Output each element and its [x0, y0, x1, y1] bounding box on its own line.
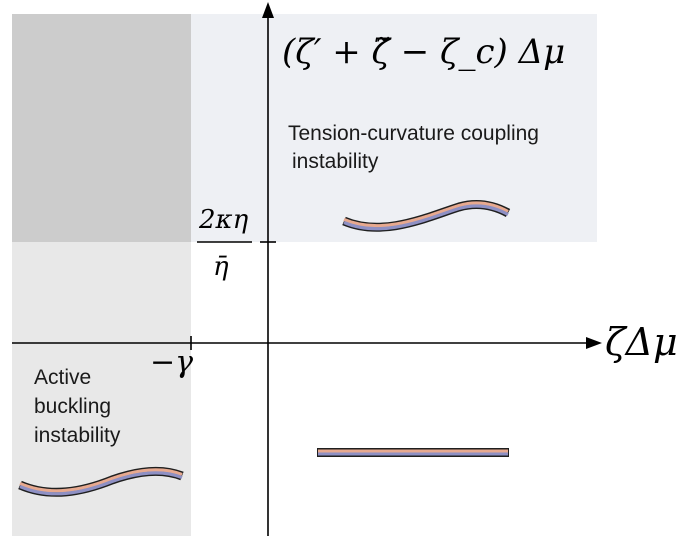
tension-curvature-region: [191, 14, 597, 242]
tension-curvature-label-line1: Tension-curvature coupling: [288, 122, 539, 145]
tension-curvature-label-line2: instability: [292, 150, 379, 173]
active-buckling-label-line3: instability: [34, 424, 121, 447]
flat-membrane: [317, 448, 509, 457]
y-axis-arrowhead: [262, 2, 274, 18]
x-threshold-label: −γ: [150, 345, 193, 380]
active-buckling-label-line2: buckling: [34, 395, 111, 418]
y-threshold-numerator: 2κη: [198, 205, 249, 235]
y-threshold-denominator: η̄: [213, 252, 229, 282]
wavy-membrane-bottom: [18, 466, 184, 497]
stable-corner-region: [12, 14, 191, 242]
x-axis-arrowhead: [586, 337, 602, 349]
active-buckling-label-line1: Active: [34, 366, 91, 389]
y-axis-label: (ζ′ + ζ̃ − ζ_c) Δμ: [282, 32, 565, 72]
x-axis-label: ζΔμ: [605, 320, 678, 364]
wavy-membrane-top: [342, 200, 511, 232]
